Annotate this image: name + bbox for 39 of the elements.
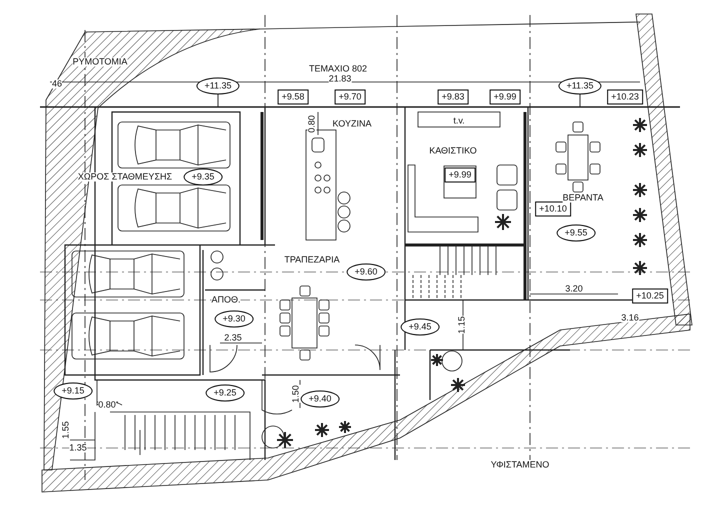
room-label: ΑΠΟΘ. <box>212 296 240 304</box>
dimension-text: 3.16 <box>621 314 639 322</box>
level-ellipse: +9.30 <box>214 310 254 328</box>
level-ellipse: +9.45 <box>400 318 440 336</box>
dimension-text: 3.20 <box>565 284 583 294</box>
level-ellipse: +9.40 <box>300 390 340 408</box>
level-box: +9.99 <box>444 168 476 182</box>
level-ellipse: +9.35 <box>184 168 222 186</box>
dimension-text: 1.55 <box>62 421 70 439</box>
dimension-text: 0.80 <box>98 400 116 410</box>
dimension-text: 2.35 <box>224 334 242 342</box>
room-label: ΚΑΘΙΣΤΙΚΟ <box>429 146 477 156</box>
dimension-text: 0.80 <box>308 115 316 133</box>
room-label: ΤΡΑΠΕΖΑΡΙΑ <box>284 256 340 264</box>
street-label: ΡΥΜΟΤΟΜΙΑ <box>72 58 128 66</box>
level-box: +9.83 <box>438 90 468 104</box>
room-label: ΒΕΡΑΝΤΑ <box>562 194 604 202</box>
room-label: ΚΟΥΖΙΝΑ <box>332 120 372 128</box>
level-box: +9.99 <box>490 90 520 104</box>
level-ellipse: +9.55 <box>556 224 596 242</box>
level-ellipse: +11.35 <box>558 78 602 94</box>
room-label: ΧΩΡΟΣ ΣΤΑΘΜΕΥΣΗΣ <box>78 172 172 182</box>
dimension-text: 1.35 <box>69 444 87 452</box>
level-box: +10.25 <box>632 288 668 304</box>
dimension-text: 1.15 <box>458 316 466 334</box>
level-box: +9.70 <box>334 90 366 104</box>
dimension-text: 21.83 <box>328 74 352 84</box>
level-box: +10.23 <box>607 90 643 104</box>
level-ellipse: +9.15 <box>54 382 92 400</box>
level-ellipse: +11.35 <box>196 78 240 94</box>
ground-label: ΥΦΙΣΤΑΜΕΝΟ <box>490 460 550 470</box>
dimension-text: 1.50 <box>292 385 300 403</box>
plot-label: ΤΕΜΑΧΙΟ 802 <box>308 64 368 74</box>
level-ellipse: +9.25 <box>206 384 244 402</box>
tv-label: t.v. <box>453 116 465 126</box>
level-box: +9.58 <box>278 90 308 104</box>
level-box: +10.10 <box>535 202 571 216</box>
callout-number: 46 <box>52 80 62 88</box>
level-ellipse: +9.60 <box>346 264 386 280</box>
